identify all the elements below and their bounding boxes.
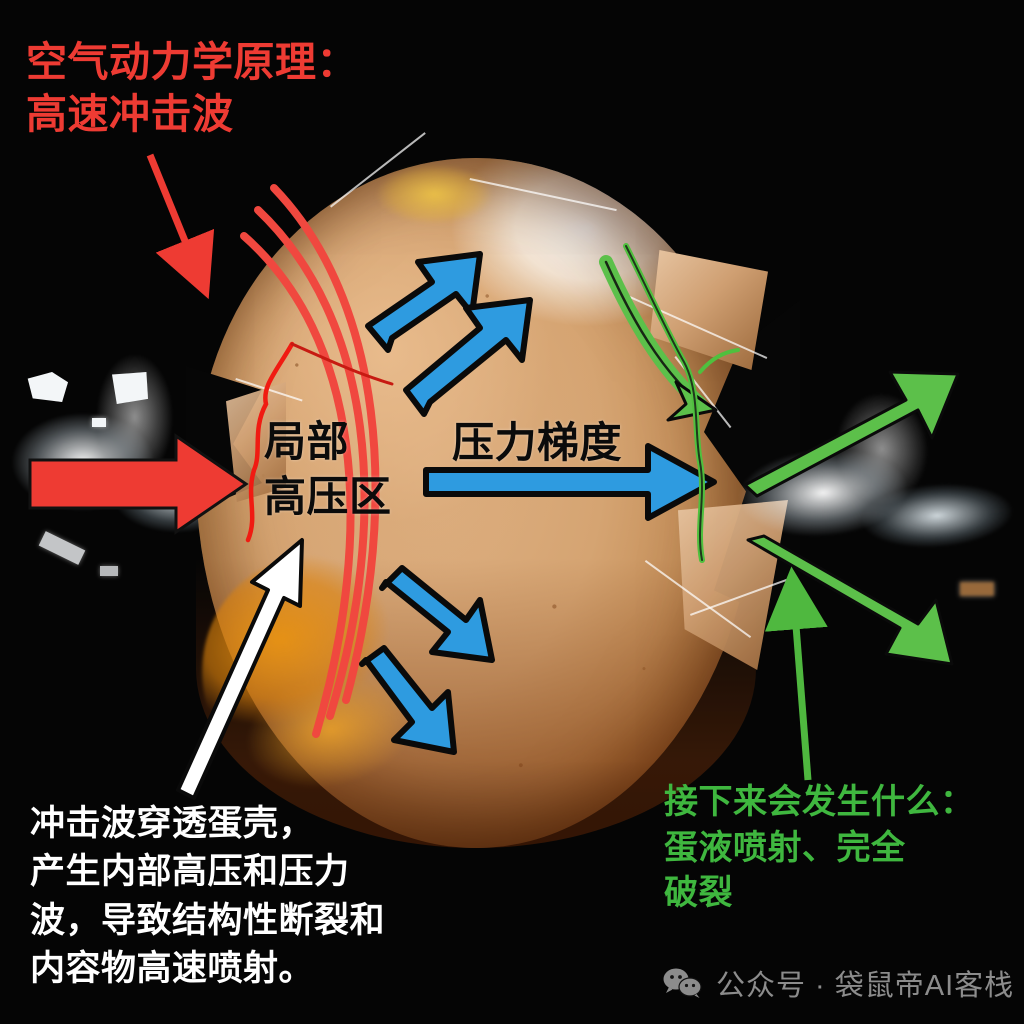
- green-crack-highlight: [623, 243, 740, 563]
- shell-chip: [112, 372, 148, 404]
- shockwave-arc-group: [240, 184, 380, 738]
- shockwave-arc: [240, 232, 355, 738]
- shell-chip: [960, 582, 994, 596]
- impact-shockwave-arrow: [28, 433, 249, 535]
- wechat-icon: [662, 967, 704, 999]
- pressure-arrow-up-2: [403, 297, 533, 417]
- title-pointer-arrow: [146, 153, 215, 300]
- outcome-pointer-arrow: [764, 566, 828, 781]
- outcome-prediction-text: 接下来会发生什么： 蛋液喷射、完全 破裂: [664, 783, 975, 913]
- yolk-splash-top: [372, 150, 502, 224]
- shockwave-arc: [270, 184, 380, 704]
- ejection-arrow-upper: [743, 370, 960, 498]
- pressure-arrow-up-1: [365, 251, 483, 353]
- watermark: 公众号 · 袋鼠帝AI客栈: [662, 962, 1014, 1004]
- ejection-arrow-lower: [746, 534, 954, 666]
- shell-chip: [100, 566, 118, 576]
- pressure-arrow-down-1: [379, 565, 495, 663]
- watermark-label: 公众号 · 袋鼠帝AI客栈: [716, 970, 1015, 1002]
- red-crack-highlight: [245, 341, 394, 543]
- crack-propagation-arrow: [599, 255, 718, 422]
- pressure-arrow-down-2: [359, 645, 457, 755]
- label-local-high-pressure-zone: 局部 高压区: [264, 418, 392, 521]
- shockwave-arc: [254, 206, 369, 720]
- pressure-arrow-group: [359, 251, 717, 755]
- penetration-pointer-arrow: [176, 538, 304, 800]
- ejection-arrow-group: [743, 370, 960, 666]
- aerodynamics-principle-title: 空气动力学原理： 高速冲击波: [26, 39, 358, 138]
- shell-chip: [92, 418, 106, 427]
- pressure-gradient-arrow: [423, 443, 717, 521]
- shockwave-description-text: 冲击波穿透蛋壳， 产生内部高压和压力 波，导致结构性断裂和 内容物高速喷射。: [30, 804, 386, 988]
- label-pressure-gradient: 压力梯度: [452, 419, 623, 466]
